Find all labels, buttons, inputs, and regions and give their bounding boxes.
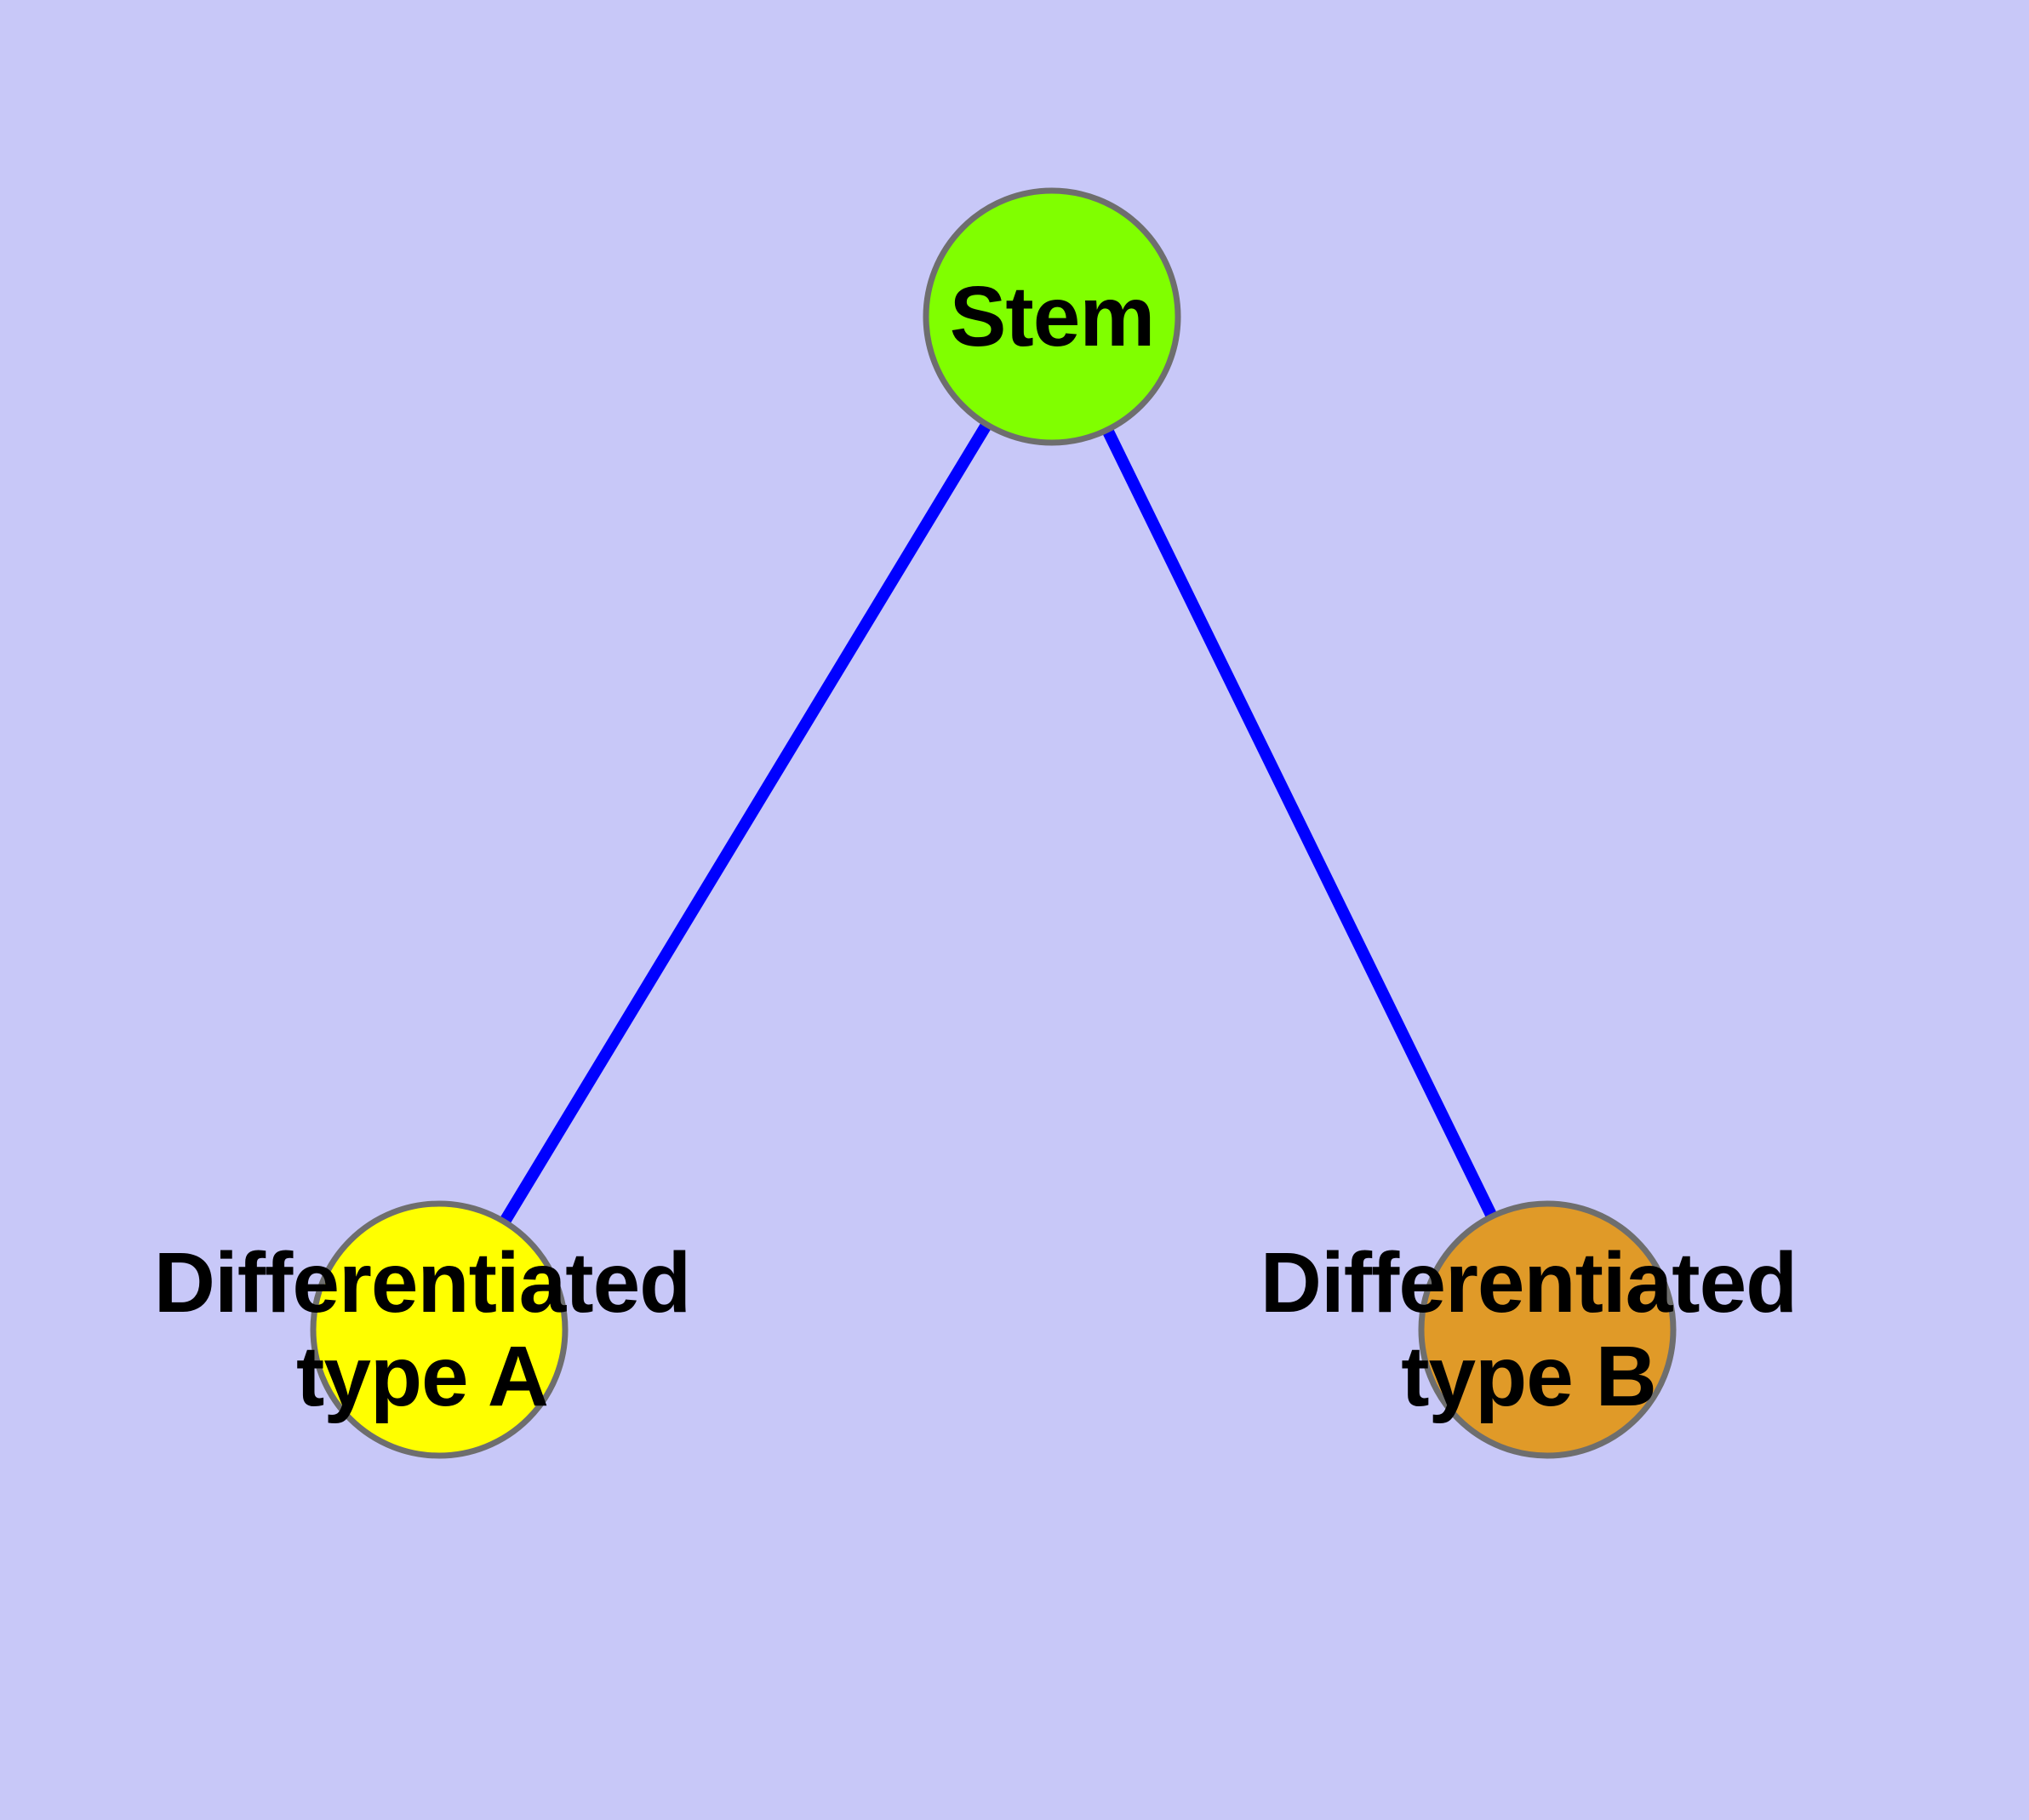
edges-group — [498, 420, 1499, 1227]
node-differentiated-type-a[interactable] — [310, 1200, 569, 1459]
node-differentiated-type-b[interactable] — [1418, 1200, 1677, 1459]
nodes-group — [310, 187, 1677, 1459]
edge-stem-to-differentiated-type-a[interactable] — [498, 420, 993, 1227]
edge-stem-to-differentiated-type-b[interactable] — [1100, 426, 1499, 1221]
node-stem[interactable] — [923, 187, 1181, 446]
